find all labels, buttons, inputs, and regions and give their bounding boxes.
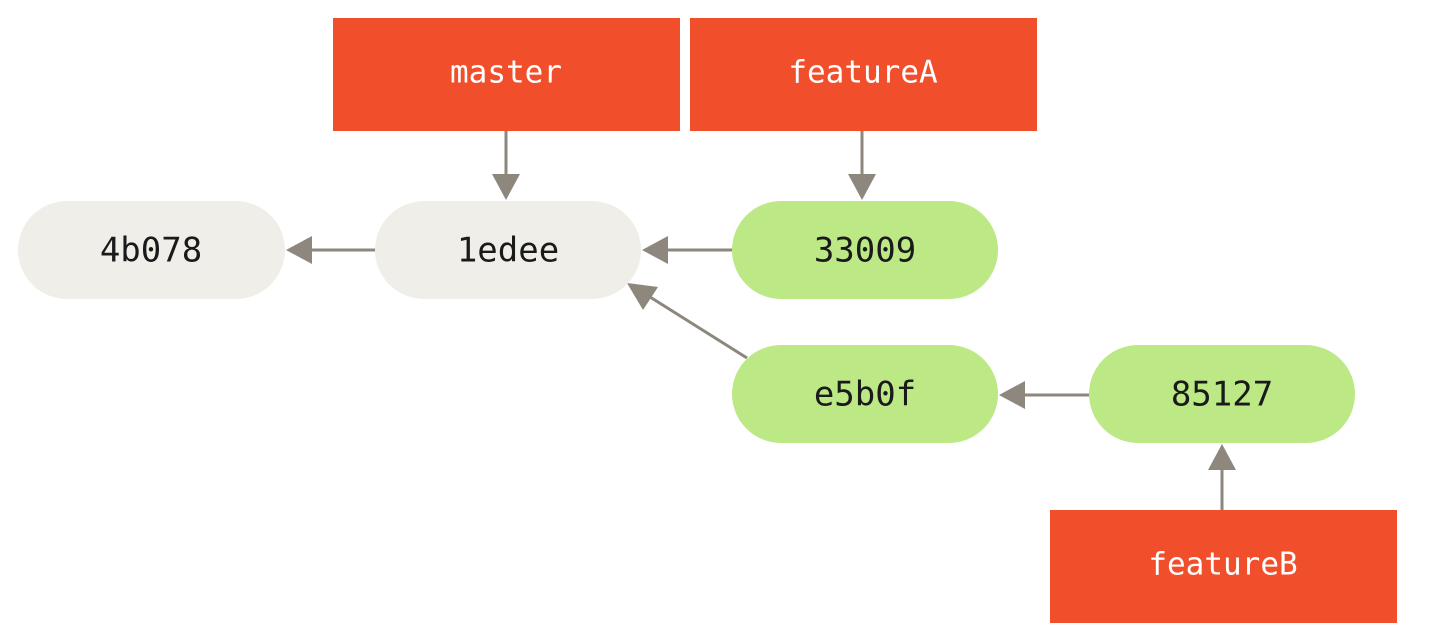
commit-85127-pill	[1089, 345, 1355, 443]
branch-featureB-label: featureB	[1148, 547, 1297, 583]
branch-featureA-label: featureA	[788, 55, 938, 91]
commit-33009-label: 33009	[814, 231, 916, 271]
commit-33009-pill	[732, 201, 998, 299]
branch-featureB: featureB	[1050, 510, 1397, 623]
arrow-85127-to-e5b0f	[999, 381, 1089, 409]
branch-master-label: master	[450, 55, 562, 91]
commit-e5b0f-pill	[732, 345, 998, 443]
commit-e5b0f-label: e5b0f	[814, 375, 916, 415]
branch-featureB-box	[1050, 510, 1397, 623]
arrow-1edee-to-4b078	[286, 236, 376, 264]
commit-1edee: 1edee	[375, 201, 641, 299]
arrow-33009-to-1edee	[642, 236, 733, 264]
arrows	[286, 131, 1236, 510]
commit-1edee-label: 1edee	[457, 231, 559, 271]
arrow-featureA-to-33009	[848, 131, 876, 200]
branch-master: master	[333, 18, 680, 131]
commit-e5b0f: e5b0f	[732, 345, 998, 443]
arrow-master-to-1edee	[492, 131, 520, 200]
commit-85127-label: 85127	[1171, 375, 1273, 415]
commit-4b078: 4b078	[18, 201, 285, 299]
commit-33009: 33009	[732, 201, 998, 299]
commit-4b078-label: 4b078	[100, 231, 202, 271]
arrow-e5b0f-to-1edee	[627, 283, 748, 360]
branch-featureA-box	[690, 18, 1037, 131]
commit-4b078-pill	[18, 201, 285, 299]
branch-featureA: featureA	[690, 18, 1037, 131]
branch-master-box	[333, 18, 680, 131]
arrow-featureB-to-85127	[1208, 444, 1236, 510]
commit-85127: 85127	[1089, 345, 1355, 443]
commit-1edee-pill	[375, 201, 641, 299]
